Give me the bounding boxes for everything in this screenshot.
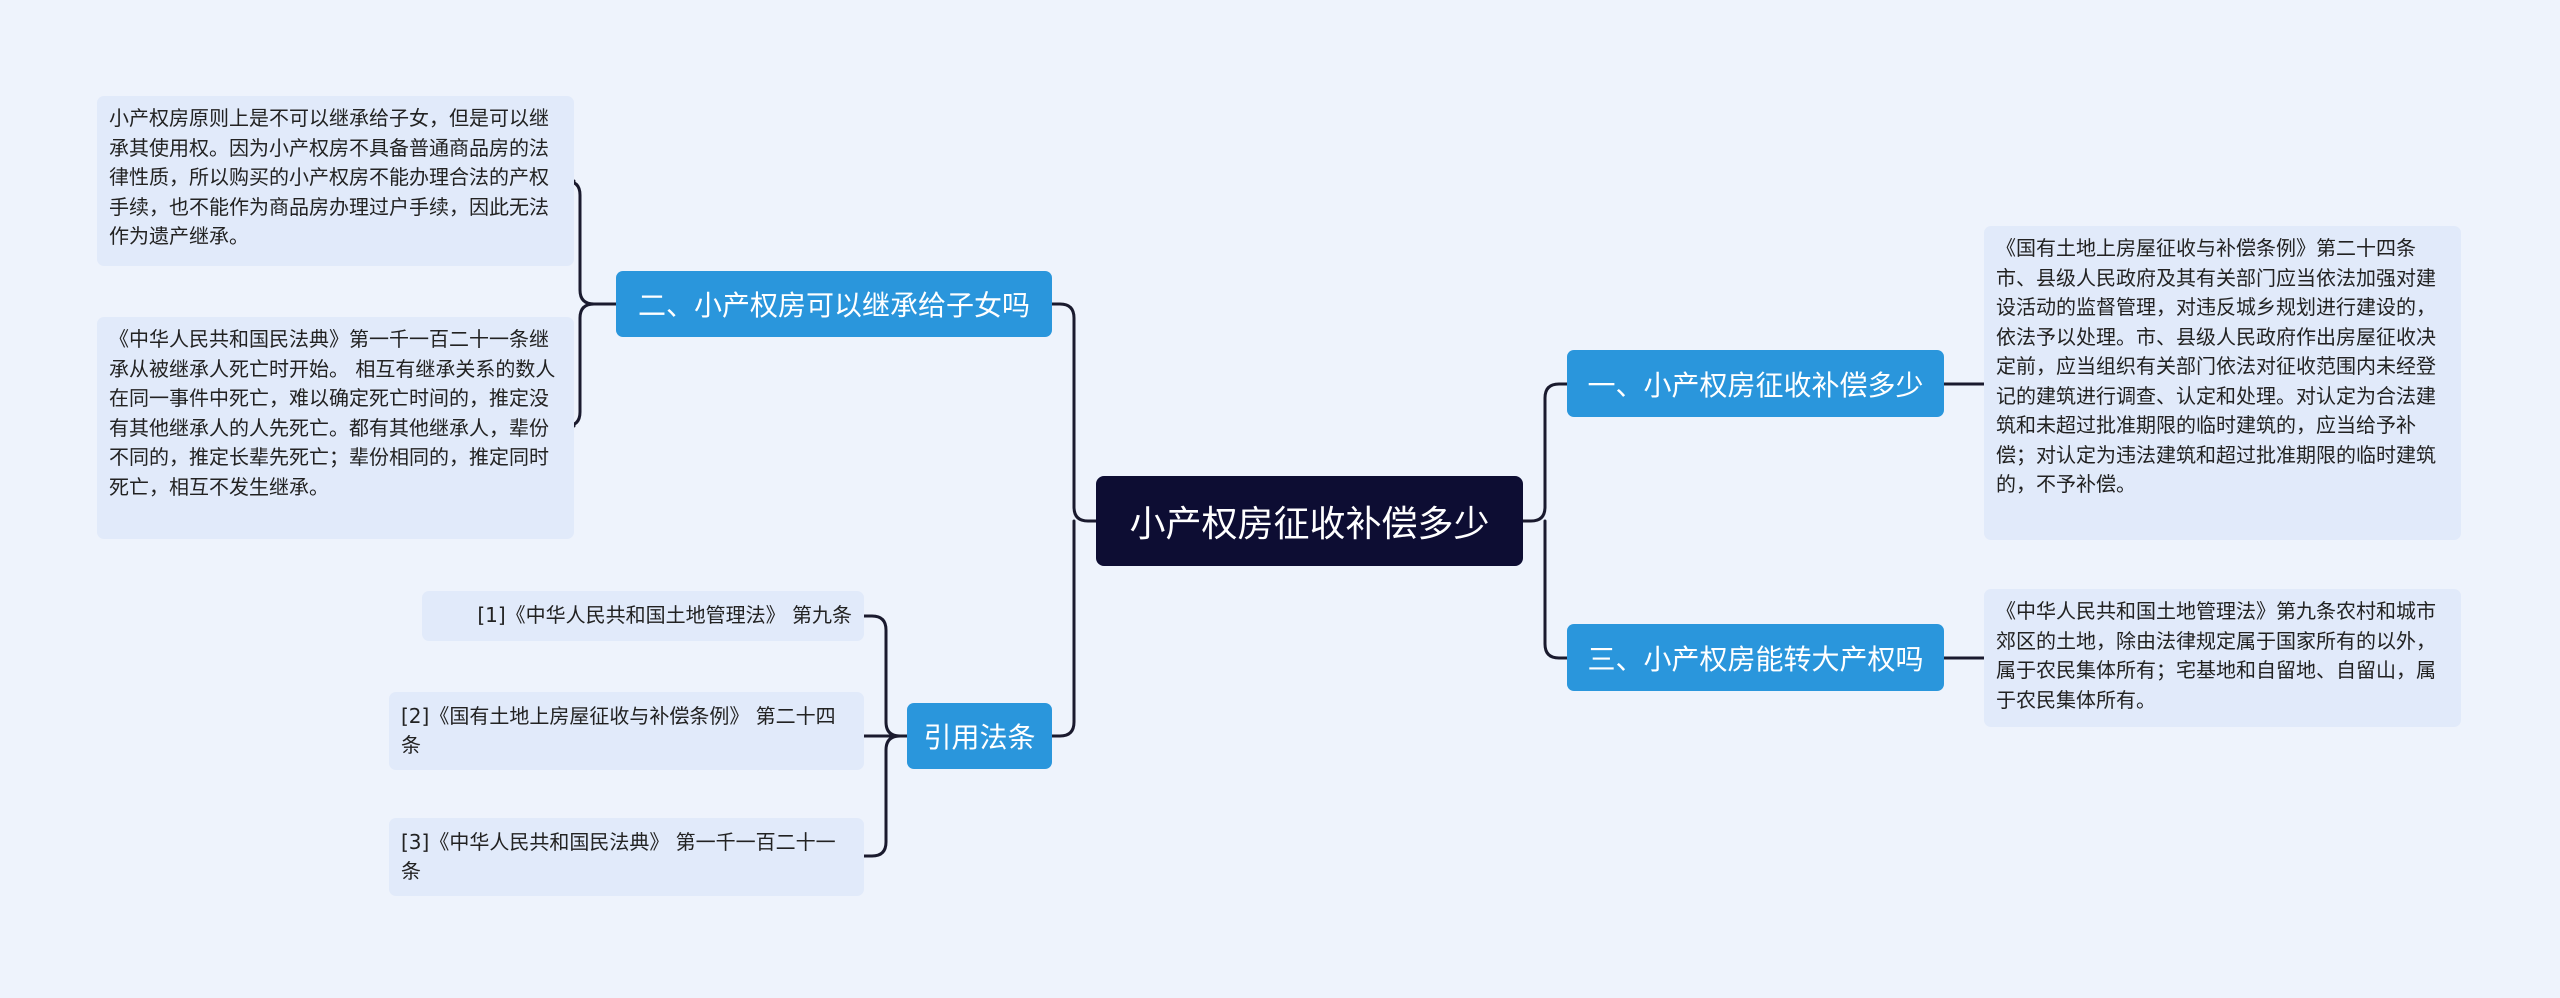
root-topic[interactable]: 小产权房征收补偿多少: [1096, 476, 1523, 566]
leaf-inherit-civil-code[interactable]: 《中华人民共和国民法典》第一千一百二十一条继承从被继承人死亡时开始。 相互有继承…: [97, 317, 574, 539]
leaf-compensation-regulation[interactable]: 《国有土地上房屋征收与补偿条例》第二十四条市、县级人民政府及其有关部门应当依法加…: [1984, 226, 2461, 540]
branch-compensation[interactable]: 一、小产权房征收补偿多少: [1567, 350, 1944, 417]
branch-transfer[interactable]: 三、小产权房能转大产权吗: [1567, 624, 1944, 691]
leaf-reference-1[interactable]: [1]《中华人民共和国土地管理法》 第九条: [422, 591, 864, 641]
branch-references[interactable]: 引用法条: [907, 703, 1052, 769]
connector-references-leaf-3: [862, 734, 902, 858]
connector-root-left-trunk: [1050, 302, 1098, 523]
leaf-inherit-explanation[interactable]: 小产权房原则上是不可以继承给子女，但是可以继承其使用权。因为小产权房不具备普通商…: [97, 96, 574, 266]
connector-root-references: [1050, 519, 1076, 738]
leaf-reference-3[interactable]: [3]《中华人民共和国民法典》 第一千一百二十一条: [389, 818, 864, 896]
connector-references-leaf-1: [862, 614, 909, 738]
connector-root-right-trunk: [1521, 382, 1569, 523]
connector-root-transfer: [1543, 519, 1569, 660]
leaf-transfer-land-law[interactable]: 《中华人民共和国土地管理法》第九条农村和城市郊区的土地，除由法律规定属于国家所有…: [1984, 589, 2461, 727]
branch-inherit[interactable]: 二、小产权房可以继承给子女吗: [616, 271, 1052, 337]
leaf-reference-2[interactable]: [2]《国有土地上房屋征收与补偿条例》 第二十四条: [389, 692, 864, 770]
